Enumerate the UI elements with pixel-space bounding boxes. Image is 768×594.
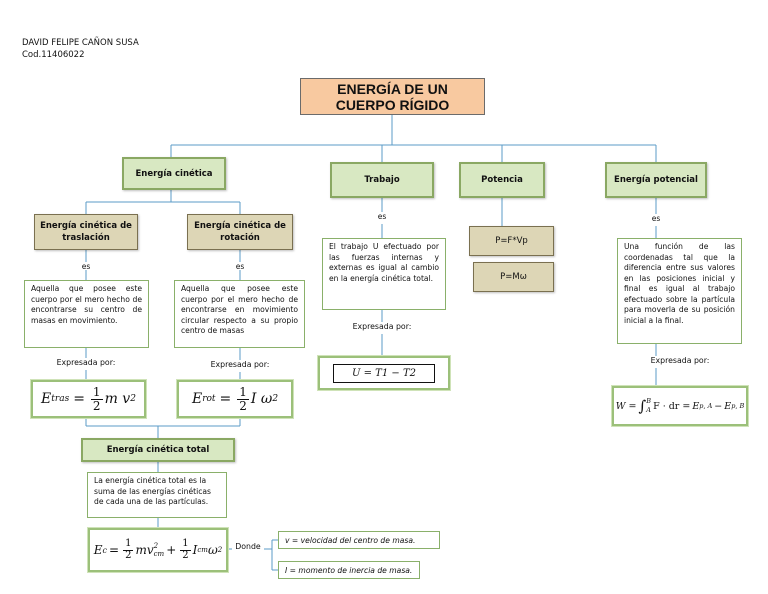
work-label: Trabajo <box>364 175 400 185</box>
translation-description: Aquella que posee este cuerpo por el mer… <box>24 280 149 348</box>
potential-expressed-by: Expresada por: <box>650 356 710 365</box>
rotation-title: Energía cinética de rotación <box>194 221 286 243</box>
power-f2: P=Mω <box>500 272 527 282</box>
tras-sub: tras <box>51 394 70 404</box>
author-block: DAVID FELIPE CAÑON SUSA Cod.11406022 <box>22 37 222 61</box>
total-eq: = <box>109 543 120 557</box>
pot-e2: E <box>724 400 732 412</box>
total-term1-sub: cm <box>153 550 165 558</box>
translation-es: es <box>81 262 91 271</box>
potential-energy-label: Energía potencial <box>614 175 698 185</box>
legend-inertia: I = momento de inercia de masa. <box>278 561 420 579</box>
rot-eq: = <box>219 391 232 407</box>
work-description: El trabajo U efectuado por las fuerzas i… <box>322 238 446 310</box>
work-expressed-by: Expresada por: <box>352 322 412 331</box>
rot-den: 2 <box>239 398 247 413</box>
tras-den: 2 <box>92 398 101 413</box>
total-term2-sub: cm <box>197 546 208 554</box>
total-term1-exp: 2 <box>153 542 159 550</box>
translation-expressed-by: Expresada por: <box>56 358 116 367</box>
rot-sub: rot <box>202 394 216 404</box>
main-title: ENERGÍA DE UN CUERPO RÍGIDO <box>335 80 450 113</box>
kinetic-energy-label: Energía cinética <box>135 168 213 179</box>
power-box: Potencia <box>459 162 545 198</box>
author-name: DAVID FELIPE CAÑON SUSA <box>22 38 139 48</box>
work-formula-text: U = T1 − T2 <box>333 363 435 383</box>
translation-title: Energía cinética de traslación <box>40 221 132 243</box>
tras-exp: 2 <box>130 394 136 404</box>
total-term1: mv <box>135 543 154 557</box>
tras-rhs: m v <box>104 391 131 407</box>
rotation-box: Energía cinética de rotación <box>187 214 293 250</box>
tras-eq: = <box>73 391 85 407</box>
pot-lhs: W = <box>615 400 637 412</box>
kinetic-energy-box: Energía cinética <box>122 157 226 190</box>
work-es: es <box>377 212 387 221</box>
total-fraction-2: 1 2 <box>180 538 191 561</box>
total-lhs: E <box>93 543 103 557</box>
total-term2-exp: 2 <box>217 546 223 554</box>
tras-lhs: E <box>41 391 52 407</box>
potential-energy-box: Energía potencial <box>605 162 707 198</box>
pot-lower: A <box>646 406 651 414</box>
total-f1-den: 2 <box>125 549 132 561</box>
rot-num: 1 <box>237 384 249 400</box>
pot-body: F · dr = <box>653 400 691 412</box>
rot-fraction: 1 2 <box>237 386 249 412</box>
work-formula: U = T1 − T2 <box>317 355 451 391</box>
pot-e1: E <box>692 400 700 412</box>
pot-minus: − <box>714 400 723 412</box>
pot-e1-sub: p, A <box>699 402 713 410</box>
translation-box: Energía cinética de traslación <box>34 214 138 250</box>
rotation-es: es <box>235 262 245 271</box>
potential-description: Una función de las coordenadas tal que l… <box>617 238 742 344</box>
main-title-box: ENERGÍA DE UN CUERPO RÍGIDO <box>300 78 485 115</box>
work-box: Trabajo <box>330 162 434 198</box>
rotation-expressed-by: Expresada por: <box>210 360 270 369</box>
tras-fraction: 1 2 <box>90 384 103 413</box>
total-lhs-sub: c <box>102 545 108 555</box>
total-kinetic-title: Energía cinética total <box>106 445 210 455</box>
rot-lhs: E <box>191 391 203 407</box>
pot-e2-sub: p, B <box>731 402 745 410</box>
total-kinetic-description: La energía cinética total es la suma de … <box>87 472 227 518</box>
total-fraction-1: 1 2 <box>123 538 134 561</box>
total-kinetic-box: Energía cinética total <box>81 438 235 462</box>
total-f2-num: 1 <box>180 538 191 551</box>
rotation-description: Aquella que posee este cuerpo por el mer… <box>174 280 305 348</box>
power-label: Potencia <box>481 175 523 185</box>
potential-es: es <box>651 214 661 223</box>
tras-num: 1 <box>90 384 103 400</box>
total-term2: I <box>192 543 198 557</box>
legend-velocity: v = velocidad del centro de masa. <box>278 531 440 549</box>
author-code: Cod.11406022 <box>22 50 85 60</box>
power-f1: P=F*Vp <box>495 236 528 246</box>
total-term2-tail: ω <box>207 543 218 557</box>
rot-exp: 2 <box>272 394 279 404</box>
where-label: Donde <box>235 542 261 551</box>
pot-upper: B <box>646 397 652 405</box>
power-formula-force: P=F*Vp <box>469 226 554 256</box>
rot-rhs: I ω <box>250 391 273 407</box>
power-formula-moment: P=Mω <box>473 262 554 292</box>
total-f2-den: 2 <box>182 549 189 561</box>
total-plus: + <box>166 543 177 557</box>
total-f1-num: 1 <box>123 538 134 551</box>
pot-integral: ∫ <box>638 397 647 415</box>
